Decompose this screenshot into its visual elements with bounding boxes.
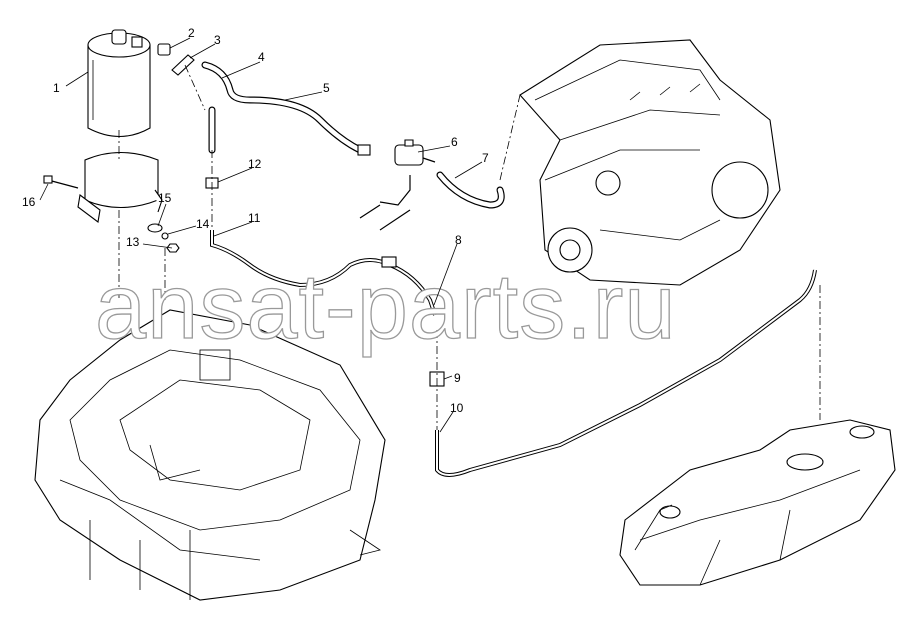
connection-lines bbox=[118, 64, 821, 430]
callout-15: 15 bbox=[158, 191, 172, 205]
hose-7 bbox=[436, 171, 505, 209]
gasket-3 bbox=[171, 54, 195, 76]
clamp-2 bbox=[157, 43, 171, 56]
evap-canister bbox=[87, 29, 151, 137]
callout-9: 9 bbox=[454, 371, 461, 385]
tube-10 bbox=[435, 269, 817, 477]
canister-bracket bbox=[77, 152, 163, 223]
bolt bbox=[43, 175, 79, 189]
callout-2: 2 bbox=[188, 26, 195, 40]
callout-12: 12 bbox=[248, 157, 262, 171]
leader-lines bbox=[39, 37, 483, 433]
callout-1: 1 bbox=[53, 81, 60, 95]
washer-nut bbox=[147, 223, 180, 253]
callout-11: 11 bbox=[248, 211, 261, 225]
hose-5 bbox=[201, 61, 371, 156]
callout-numbers: 1 2 3 4 5 6 7 8 9 10 11 12 13 14 15 16 bbox=[22, 26, 489, 415]
engine bbox=[519, 39, 781, 286]
callout-10: 10 bbox=[450, 401, 464, 415]
vehicle-front-body bbox=[34, 309, 386, 601]
callout-8: 8 bbox=[455, 233, 462, 247]
callout-5: 5 bbox=[323, 81, 330, 95]
fuel-tank bbox=[619, 419, 896, 586]
callout-7: 7 bbox=[482, 151, 489, 165]
purge-valve bbox=[359, 139, 436, 231]
callout-13: 13 bbox=[126, 235, 140, 249]
callout-14: 14 bbox=[196, 217, 210, 231]
callout-6: 6 bbox=[451, 135, 458, 149]
watermark: ansat-parts.ru bbox=[95, 256, 677, 358]
callout-3: 3 bbox=[214, 33, 221, 47]
callout-4: 4 bbox=[258, 50, 265, 64]
tube-11 bbox=[210, 230, 437, 316]
callout-16: 16 bbox=[22, 195, 36, 209]
